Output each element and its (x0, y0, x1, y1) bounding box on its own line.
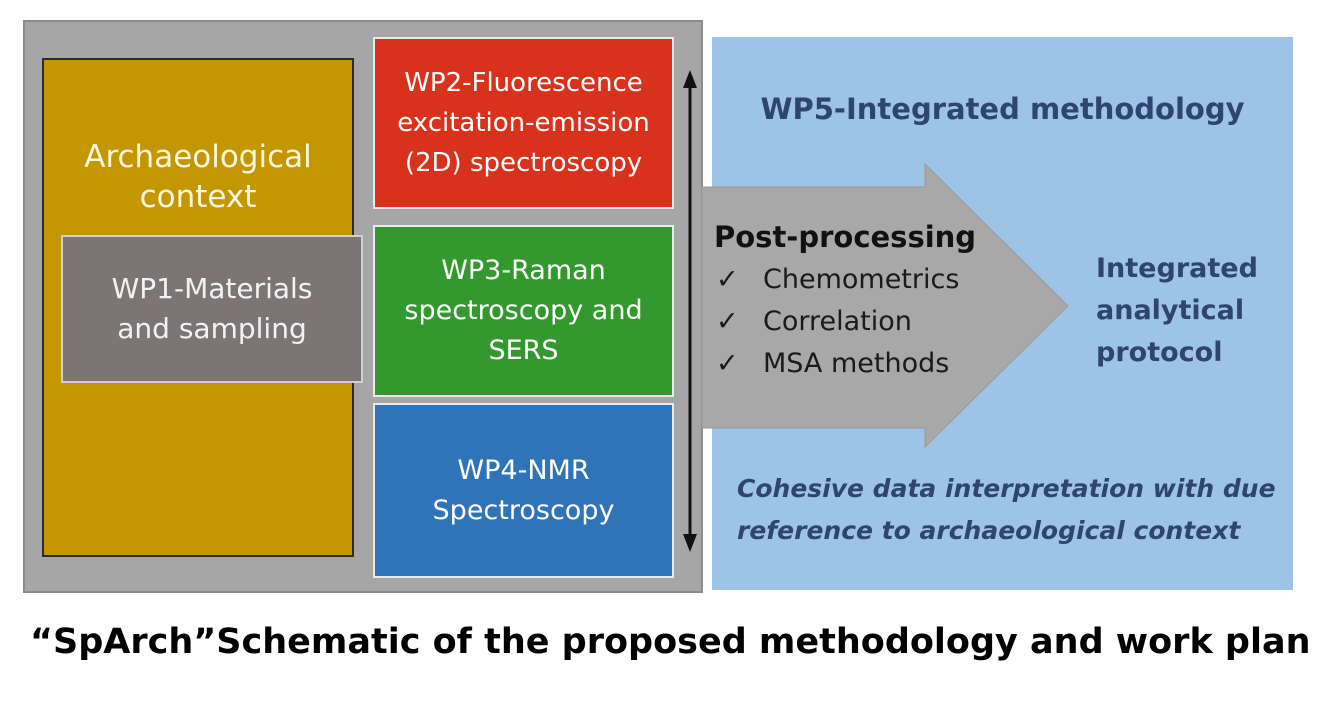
wp3-line-1: WP3-Raman (441, 255, 606, 286)
wp1-line-2: and sampling (117, 312, 307, 345)
check-mark-icon: ✓ (716, 348, 739, 379)
arrow-head-down-icon (683, 534, 697, 552)
interpretation-line-2: reference to archaeological context (737, 516, 1241, 545)
post-processing-item: ✓ Correlation (716, 306, 912, 337)
wp2-box: WP2-Fluorescence excitation-emission (2D… (373, 37, 674, 209)
interpretation-note: Cohesive data interpretation with due re… (737, 468, 1276, 552)
interpretation-line-1: Cohesive data interpretation with due (737, 474, 1276, 503)
wp2-line-1: WP2-Fluorescence (404, 68, 643, 98)
archaeological-context-label: Archaeological context (44, 132, 352, 222)
post-processing-item: ✓ MSA methods (716, 348, 949, 379)
post-processing-item: ✓ Chemometrics (716, 264, 959, 295)
wp5-title: WP5-Integrated methodology (760, 92, 1245, 126)
wp4-line-2: Spectroscopy (432, 494, 615, 526)
post-processing-item-label: Chemometrics (763, 264, 960, 295)
arrow-head-up-icon (683, 70, 697, 88)
figure-caption: “SpArch”Schematic of the proposed method… (30, 622, 1311, 662)
wp2-line-2: excitation-emission (397, 108, 650, 138)
integrated-protocol-label: Integrated analytical protocol (1096, 248, 1258, 374)
check-mark-icon: ✓ (716, 264, 739, 295)
protocol-line-2: analytical (1096, 295, 1245, 326)
archaeological-line-1: Archaeological (84, 139, 312, 175)
protocol-line-1: Integrated (1096, 253, 1258, 284)
wp2-line-3: (2D) spectroscopy (404, 148, 643, 178)
wp3-box: WP3-Raman spectroscopy and SERS (373, 225, 674, 397)
wp3-line-3: SERS (488, 335, 559, 366)
post-processing-item-label: Correlation (763, 306, 912, 337)
archaeological-line-2: context (139, 179, 257, 215)
wp3-line-2: spectroscopy and (404, 295, 643, 326)
post-processing-title: Post-processing (714, 220, 977, 254)
protocol-line-3: protocol (1096, 337, 1223, 368)
post-processing-item-label: MSA methods (763, 348, 950, 379)
wp4-box: WP4-NMR Spectroscopy (373, 403, 674, 578)
wp4-line-1: WP4-NMR (457, 454, 590, 486)
post-processing-arrow-shape (701, 162, 1069, 449)
wp1-line-1: WP1-Materials (111, 272, 313, 305)
wp1-box: WP1-Materials and sampling (61, 235, 363, 383)
check-mark-icon: ✓ (716, 306, 739, 337)
